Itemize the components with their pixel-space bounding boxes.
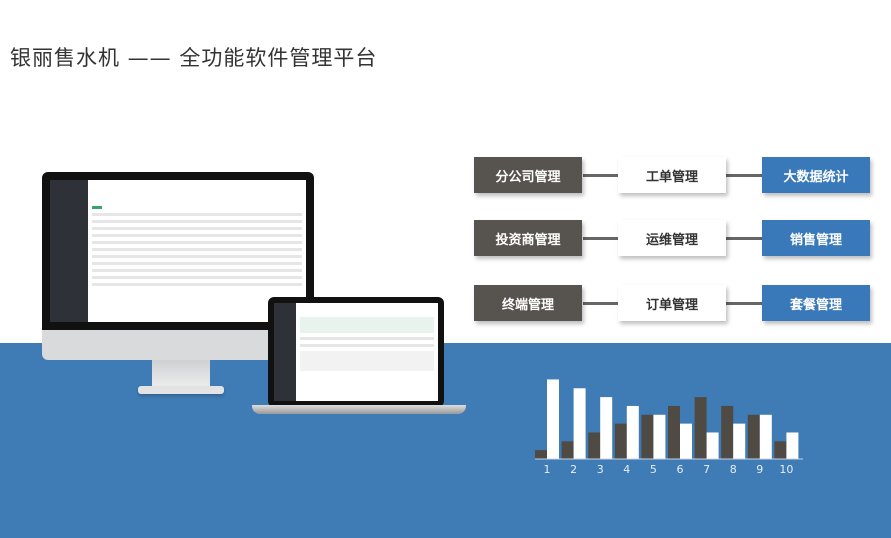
bar-dark [668, 405, 680, 459]
bar-white [626, 405, 639, 459]
desktop-monitor [42, 172, 314, 360]
bar-dark [588, 432, 601, 459]
x-tick-label: 5 [650, 463, 657, 475]
bar-dark [747, 414, 760, 459]
x-tick-label: 8 [730, 463, 737, 475]
bar-dark [614, 423, 627, 459]
bar-white [680, 423, 692, 459]
bar-dark [641, 414, 654, 459]
monitor-screen-ui [50, 180, 306, 322]
module-box: 终端管理 [474, 285, 582, 321]
x-tick-label: 10 [779, 463, 793, 475]
module-box: 运维管理 [618, 220, 726, 256]
x-tick-label: 6 [677, 463, 684, 475]
module-box: 订单管理 [618, 285, 726, 321]
bar-dark [774, 441, 787, 459]
connector-line [726, 174, 762, 177]
x-tick-label: 3 [597, 463, 604, 475]
bar-dark [694, 397, 707, 459]
connector-line [726, 302, 762, 305]
bar-chart: 1 2 3 4 5 6 7 8 9 10 [535, 379, 803, 475]
bar-dark [535, 450, 547, 459]
bar-white [547, 379, 559, 459]
x-tick-label: 9 [756, 463, 763, 475]
module-box: 工单管理 [618, 157, 726, 193]
bar-white [600, 397, 613, 459]
connector-line [583, 237, 618, 240]
connector-line [583, 174, 618, 177]
x-tick-label: 4 [623, 463, 630, 475]
bar-dark [561, 441, 574, 459]
module-box: 套餐管理 [762, 285, 870, 321]
module-box: 销售管理 [762, 220, 870, 256]
laptop-base [252, 405, 466, 414]
x-tick-label: 2 [570, 463, 577, 475]
bar-dark [721, 405, 734, 459]
module-box: 大数据统计 [762, 157, 870, 193]
module-box: 投资商管理 [474, 220, 582, 256]
x-tick-label: 1 [544, 463, 551, 475]
module-box: 分公司管理 [474, 157, 582, 193]
monitor-stand [152, 360, 210, 388]
connector-line [583, 302, 618, 305]
laptop [268, 297, 444, 407]
bar-white [786, 432, 799, 459]
x-tick-label: 7 [703, 463, 710, 475]
bar-white [573, 388, 586, 459]
bar-white [759, 414, 772, 459]
laptop-screen-ui [274, 303, 438, 401]
bar-white [706, 432, 719, 459]
monitor-foot [138, 386, 224, 394]
bar-white [653, 414, 666, 459]
connector-line [726, 237, 762, 240]
bar-white [733, 423, 746, 459]
page-title: 银丽售水机 —— 全功能软件管理平台 [10, 46, 378, 70]
